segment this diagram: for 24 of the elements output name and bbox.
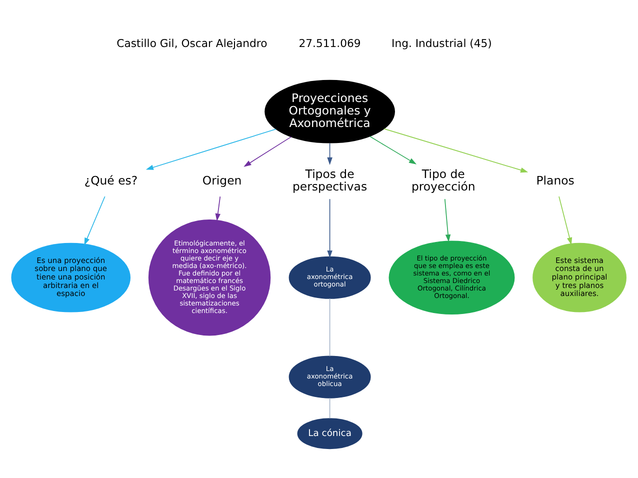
arrow [215,196,221,222]
connector [329,298,330,357]
arrow [384,128,528,173]
node-ellipse: Este sistema consta de un plano principal y tres planos auxiliares. [532,242,626,312]
label: Castillo Gil, Oscar Alejandro [116,37,268,50]
node-text: Tipo de proyección [411,167,476,194]
arrow [558,196,572,246]
node-text: Planos [536,173,574,188]
node-ellipse: Es una proyección sobre un plano que tiene una posición arbitraria en el espacio [11,242,131,312]
node-text: Tipos de perspectivas [292,167,368,194]
label: Ing. Industrial (45) [392,37,492,50]
node-ellipse: La cónica [297,418,362,450]
label: 27.511.069 [298,37,361,50]
arrow [244,136,292,167]
arrow [369,136,417,164]
arrow [327,142,332,165]
node-text: Origen [202,173,242,188]
arrow [84,196,106,246]
arrow [444,198,451,242]
node-ellipse: Proyecciones Ortogonales y Axonométrica [264,80,395,144]
node-text: ¿Qué es? [84,173,138,188]
connector [329,398,330,419]
arrow [146,128,276,170]
arrow [327,198,332,258]
